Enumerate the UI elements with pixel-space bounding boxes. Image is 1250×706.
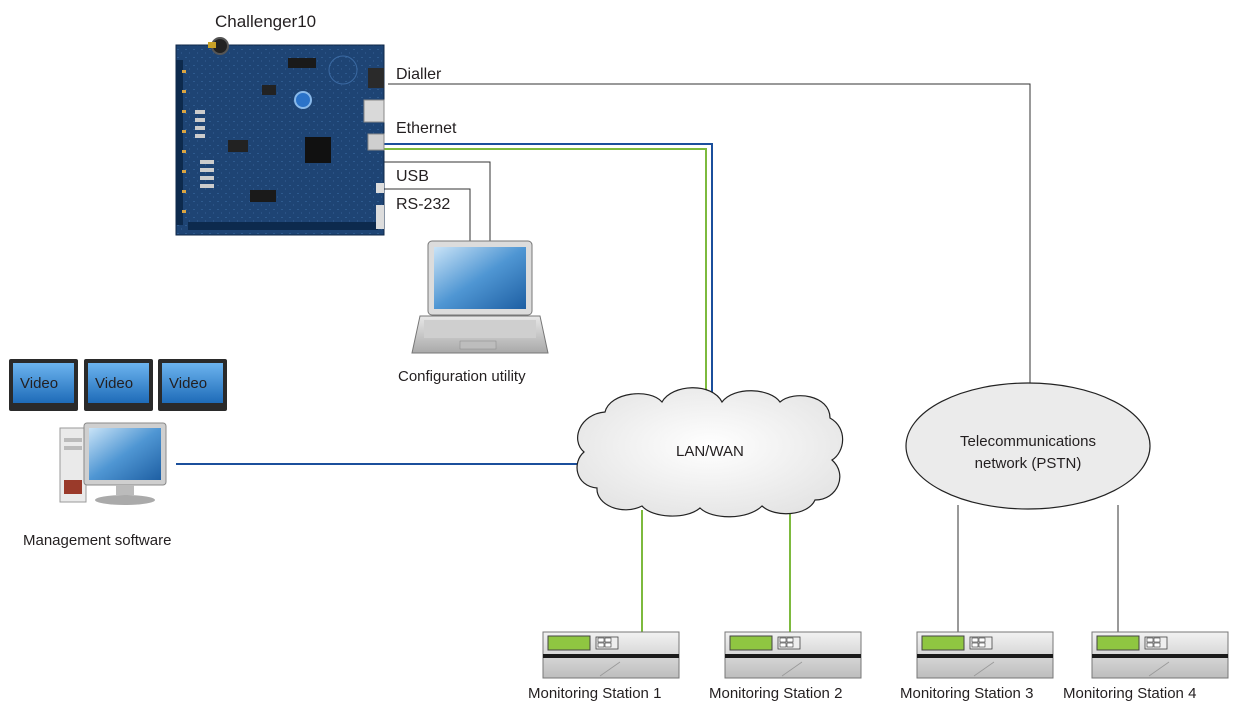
rs232-label: RS-232 <box>396 196 450 213</box>
dialler-line <box>388 83 1031 388</box>
rack-station-icon <box>724 631 862 679</box>
configuration-utility: Configuration utility <box>398 240 549 385</box>
monitoring-station-3: Monitoring Station 3 <box>900 631 1054 702</box>
monitoring-station-1: Monitoring Station 1 <box>528 631 680 702</box>
ethernet-green-line <box>384 148 707 398</box>
ethernet-blue-line <box>384 143 713 398</box>
rs232-line <box>383 188 471 242</box>
connection-lines <box>176 83 1119 632</box>
usb-line <box>383 161 491 242</box>
monitoring-station-2: Monitoring Station 2 <box>709 631 862 702</box>
station-3-label: Monitoring Station 3 <box>900 685 1033 702</box>
video-label-2: Video <box>95 375 133 392</box>
rack-station-icon <box>1091 631 1229 679</box>
video-label-1: Video <box>20 375 58 392</box>
station-1-label: Monitoring Station 1 <box>528 685 661 702</box>
station-4-label: Monitoring Station 4 <box>1063 685 1196 702</box>
video-label-3: Video <box>169 375 207 392</box>
usb-label: USB <box>396 168 429 185</box>
lan-label: LAN/WAN <box>676 443 744 460</box>
pstn-label-line2: network (PSTN) <box>975 455 1082 472</box>
lan-wan-cloud: LAN/WAN <box>576 387 844 518</box>
dialler-label: Dialler <box>396 66 442 83</box>
management-software: Video Video Video Management software <box>9 359 227 549</box>
ethernet-label: Ethernet <box>396 120 457 137</box>
port-labels: Dialler Ethernet USB RS-232 <box>396 66 457 213</box>
challenger10-board: Challenger10 <box>175 12 385 236</box>
rack-station-icon <box>916 631 1054 679</box>
pstn-network: Telecommunications network (PSTN) <box>905 382 1151 510</box>
management-label: Management software <box>23 532 171 549</box>
pstn-label-line1: Telecommunications <box>960 433 1096 450</box>
circuit-board-icon <box>175 37 385 236</box>
laptop-icon <box>411 240 549 354</box>
rack-station-icon <box>542 631 680 679</box>
configuration-label: Configuration utility <box>398 368 526 385</box>
cloud-icon <box>576 387 844 518</box>
video-monitor-3: Video <box>158 359 227 411</box>
video-monitor-1: Video <box>9 359 78 411</box>
board-title: Challenger10 <box>215 12 316 31</box>
monitoring-station-4: Monitoring Station 4 <box>1063 631 1229 702</box>
station-2-label: Monitoring Station 2 <box>709 685 842 702</box>
desktop-computer-icon <box>59 422 167 505</box>
video-monitor-2: Video <box>84 359 153 411</box>
